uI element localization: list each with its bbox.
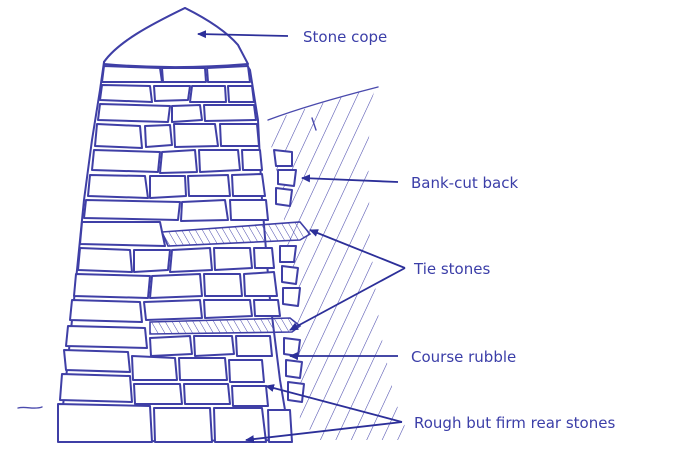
label-stone-cope: Stone cope [303,28,387,46]
label-bank-cut-back: Bank-cut back [411,174,518,192]
ground-mark [18,407,42,408]
stone-cope [104,8,248,67]
label-tie-stones: Tie stones [413,260,490,278]
label-course-rubble: Course rubble [411,348,516,366]
label-rear-stones: Rough but firm rear stones [414,414,615,432]
